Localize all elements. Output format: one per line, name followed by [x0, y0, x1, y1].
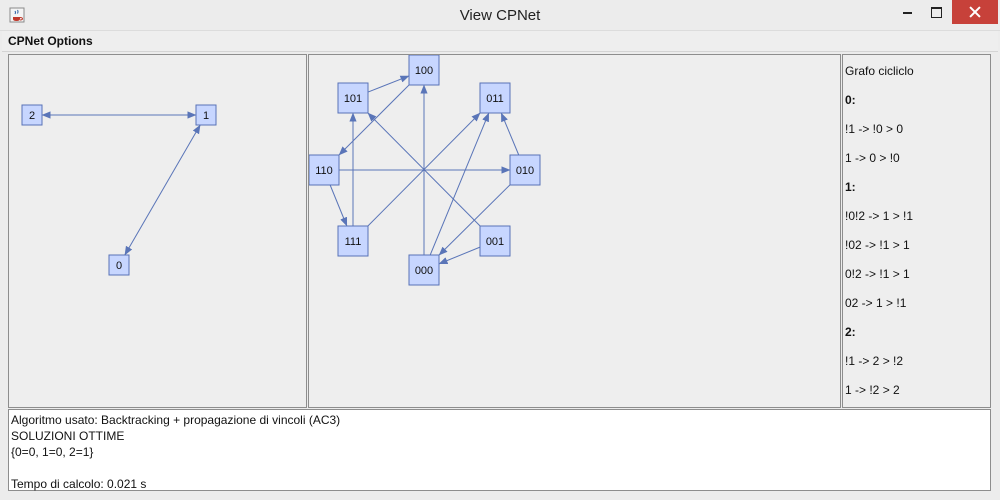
graph-edge: [438, 246, 481, 265]
rule-entry: !0!2 -> 1 > !1: [845, 209, 914, 223]
rule-entry: !1 -> !0 > 0: [845, 122, 904, 136]
cp-graph-canvas: 2 1 0: [21, 104, 217, 276]
graph-node[interactable]: 000: [408, 254, 440, 286]
graph-node[interactable]: 110: [309, 154, 340, 186]
graph-node-label: 100: [415, 65, 433, 77]
graph-node[interactable]: 1: [195, 104, 217, 126]
maximize-button[interactable]: [920, 0, 954, 24]
graph-node-label: 010: [516, 165, 534, 177]
rule-entry: 02 -> 1 > !1: [845, 296, 907, 310]
outcome-graph-panel: 100 101 011 110 010 111 001 000: [308, 54, 841, 408]
menu-cpnet-options[interactable]: CPNet Options: [8, 34, 93, 48]
graph-node[interactable]: 010: [509, 154, 541, 186]
graph-node[interactable]: 001: [479, 225, 511, 257]
graph-node-label: 2: [29, 110, 35, 122]
graph-node[interactable]: 0: [108, 254, 130, 276]
title-bar: View CPNet: [0, 0, 1000, 31]
menu-bar: CPNet Options: [2, 31, 998, 52]
java-cup-icon: [9, 7, 25, 23]
window-title: View CPNet: [459, 7, 541, 24]
graph-node[interactable]: 100: [408, 55, 440, 86]
rules-title: Grafo cicliclo: [845, 64, 914, 78]
graph-node[interactable]: 011: [479, 82, 511, 114]
rule-entry: !02 -> !1 > 1: [845, 238, 910, 252]
rule-entry: 0!2 -> !1 > 1: [845, 267, 910, 281]
output-line: {0=0, 1=0, 2=1}: [11, 445, 94, 459]
graph-node-label: 0: [116, 260, 122, 272]
outcome-graph-canvas: 100 101 011 110 010 111 001 000: [309, 55, 541, 286]
graph-node[interactable]: 2: [21, 104, 43, 126]
rule-entry: 1 -> 0 > !0: [845, 151, 900, 165]
cp-graph-panel: 2 1 0: [8, 54, 307, 408]
graph-edge: [429, 112, 490, 256]
rule-entry: 1 -> !2 > 2: [845, 383, 900, 397]
graph-edge: [500, 112, 520, 156]
graph-node[interactable]: 111: [337, 225, 369, 257]
output-line: Algoritmo usato: Backtracking + propagaz…: [11, 413, 341, 427]
graph-node-label: 111: [345, 236, 362, 248]
output-line: SOLUZIONI OTTIME: [11, 429, 125, 443]
close-button[interactable]: [952, 0, 998, 24]
output-line: Tempo di calcolo: 0.021 s: [11, 477, 147, 491]
minimize-button[interactable]: [890, 0, 924, 24]
output-line: [11, 460, 990, 476]
graph-node-label: 101: [344, 93, 362, 105]
cpt-rules-panel: Grafo cicliclo 0: !1 -> !0 > 0 1 -> 0 > !0…: [842, 54, 991, 408]
result-output-area[interactable]: Algoritmo usato: Backtracking + propagaz…: [8, 409, 991, 491]
graph-node-label: 011: [486, 93, 504, 105]
rule-variable-header: 1:: [845, 180, 856, 194]
rule-variable-header: 2:: [845, 325, 856, 339]
graph-node-label: 1: [203, 110, 209, 122]
graph-node-label: 001: [486, 236, 504, 248]
graph-node-label: 110: [315, 165, 333, 177]
graph-edge: [329, 184, 348, 227]
graph-edge: [367, 75, 410, 93]
graph-edge: [438, 184, 511, 256]
rule-entry: !1 -> 2 > !2: [845, 354, 904, 368]
graph-node[interactable]: 101: [337, 82, 369, 114]
graph-node-label: 000: [415, 265, 433, 277]
graph-edge: [367, 112, 481, 227]
graph-edge: [124, 124, 201, 256]
rule-variable-header: 0:: [845, 93, 856, 107]
